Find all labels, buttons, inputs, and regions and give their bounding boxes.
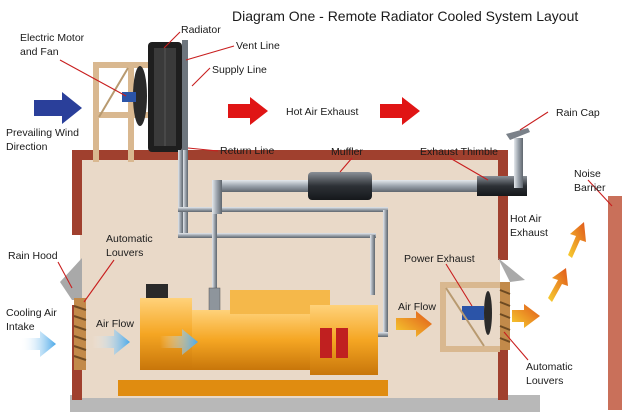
left-wall-upper (72, 150, 82, 235)
hot-air-rise-arrow-1 (548, 268, 568, 302)
label-cooling-air-intake-2: Intake (6, 321, 35, 333)
label-cooling-air-intake-1: Cooling Air (6, 307, 57, 319)
label-automatic-louvers-left-1: Automatic (106, 233, 153, 245)
prevailing-wind-arrow (34, 92, 82, 124)
label-noise-barrier-1: Noise (574, 168, 601, 180)
power-exhaust (440, 282, 500, 352)
label-return-line: Return Line (220, 145, 274, 157)
hot-air-arrow-2 (380, 97, 420, 125)
noise-barrier (608, 196, 622, 410)
exhaust-system (212, 128, 530, 214)
hot-air-arrow-1 (228, 97, 268, 125)
supply-line-pipe (183, 150, 188, 238)
rain-hood (60, 258, 82, 300)
intake-flow-arrow (20, 331, 56, 357)
right-wall-lower (498, 350, 508, 400)
label-electric-motor-2: and Fan (20, 46, 59, 58)
label-muffler: Muffler (331, 146, 363, 158)
ground-slab (70, 395, 540, 412)
air-flow-arrow-right (396, 311, 432, 337)
label-hot-air-exhaust-right-2: Exhaust (510, 227, 548, 239)
rain-cap (506, 128, 530, 140)
electric-motor (122, 92, 136, 102)
right-wall-upper (498, 150, 508, 260)
right-hood (498, 258, 525, 282)
label-rain-hood: Rain Hood (8, 250, 58, 262)
generator-set (118, 284, 388, 396)
label-hot-air-exhaust-right-1: Hot Air (510, 213, 542, 225)
diagram-title: Diagram One - Remote Radiator Cooled Sys… (232, 8, 578, 24)
label-automatic-louvers-right-1: Automatic (526, 361, 573, 373)
label-prevailing-wind-2: Direction (6, 141, 48, 153)
left-louvers (73, 298, 87, 370)
air-cleaner (146, 284, 168, 298)
air-flow-arrow-left (92, 329, 130, 355)
label-automatic-louvers-left-2: Louvers (106, 247, 143, 259)
label-air-flow-right: Air Flow (398, 301, 436, 313)
label-automatic-louvers-right-2: Louvers (526, 375, 563, 387)
radiator-stand (93, 62, 153, 162)
label-noise-barrier-2: Barrier (574, 182, 606, 194)
label-supply-line: Supply Line (212, 64, 267, 76)
air-flow-arrow-mid (160, 329, 198, 355)
label-vent-line: Vent Line (236, 40, 280, 52)
return-line-pipe (178, 150, 183, 235)
label-radiator: Radiator (181, 24, 221, 36)
label-air-flow-left: Air Flow (96, 318, 134, 330)
leader-lines (57, 31, 613, 361)
engine-block (192, 310, 310, 370)
label-hot-air-exhaust-top: Hot Air Exhaust (286, 106, 358, 118)
label-electric-motor-1: Electric Motor (20, 32, 85, 44)
exhaust-flow-arrow (512, 304, 540, 328)
motor-fan (122, 66, 147, 126)
radiator (148, 40, 188, 155)
label-power-exhaust: Power Exhaust (404, 253, 475, 265)
muffler (308, 172, 372, 200)
label-rain-cap: Rain Cap (556, 107, 600, 119)
label-exhaust-thimble: Exhaust Thimble (420, 146, 498, 158)
hot-air-rise-arrow-2 (568, 222, 586, 258)
label-prevailing-wind-1: Prevailing Wind (6, 127, 79, 139)
roof-wall (72, 150, 508, 160)
exhaust-stack (514, 138, 523, 188)
right-louvers (499, 282, 511, 350)
